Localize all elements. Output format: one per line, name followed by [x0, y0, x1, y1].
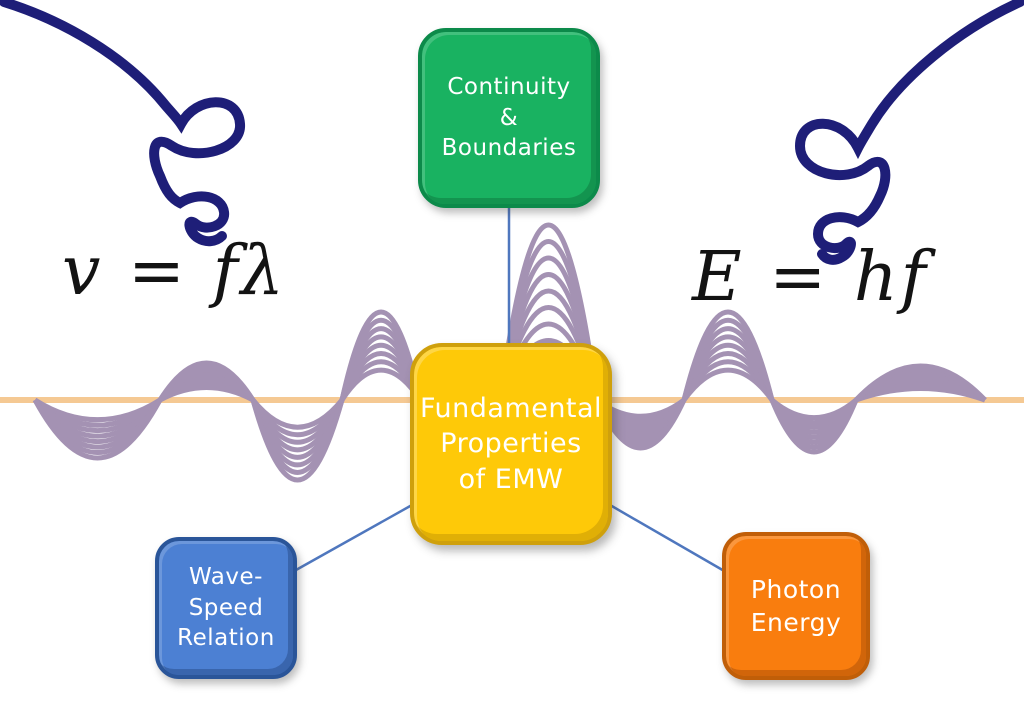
node-fundamental-properties-label: Fundamental Properties of EMW — [419, 392, 603, 495]
right-swirl-stroke — [794, 0, 1024, 265]
node-wave-speed-relation-label: Wave- Speed Relation — [177, 564, 275, 652]
node-fundamental-properties: Fundamental Properties of EMW — [410, 343, 612, 545]
formula-wave-speed: v = fλ — [62, 232, 287, 311]
formula-photon-energy: E = hf — [692, 238, 929, 317]
node-photon-energy-label: Photon Energy — [750, 575, 842, 637]
node-continuity-boundaries-label: Continuity & Boundaries — [441, 74, 577, 162]
node-photon-energy: Photon Energy — [722, 532, 870, 680]
connector-bottom-right — [609, 503, 727, 574]
node-wave-speed-relation: Wave- Speed Relation — [155, 537, 297, 679]
node-continuity-boundaries: Continuity & Boundaries — [418, 28, 600, 208]
left-swirl-stroke — [0, 0, 245, 247]
connector-bottom-left — [295, 503, 413, 572]
